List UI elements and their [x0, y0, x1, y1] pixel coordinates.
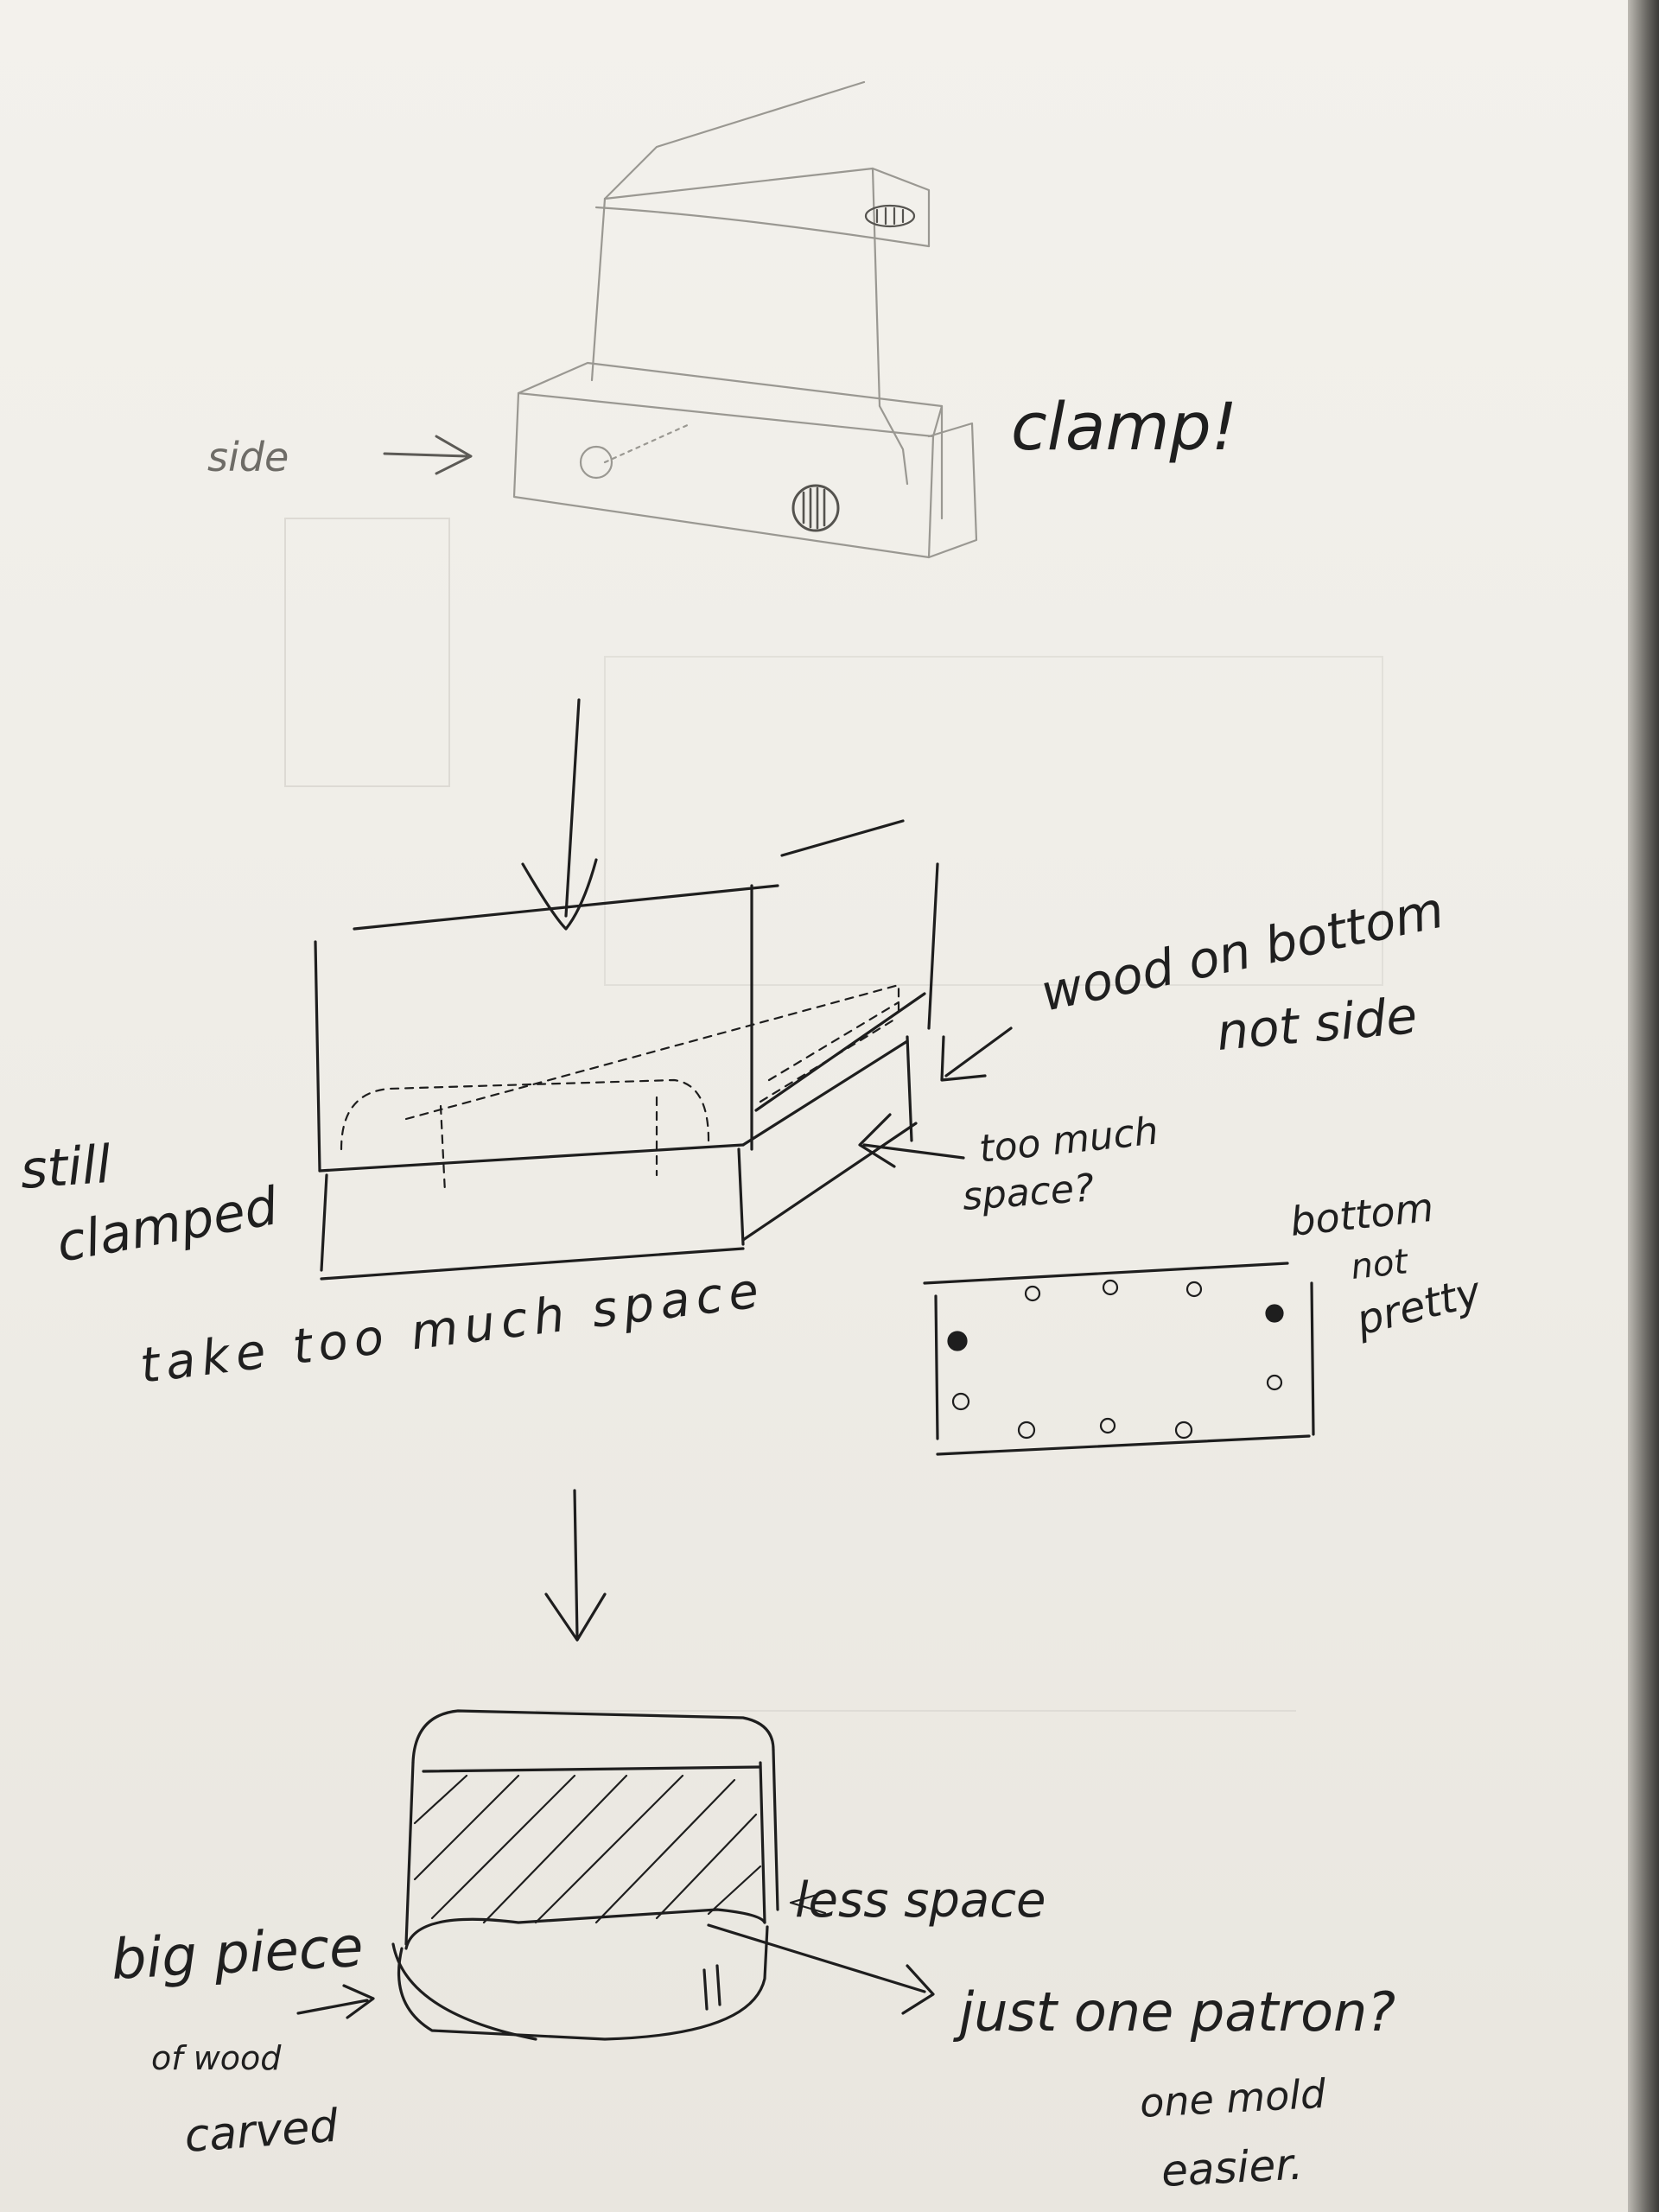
too-much-space-arrow [858, 1113, 965, 1168]
big-piece-arrow [296, 1984, 375, 2019]
box-sketch [314, 819, 939, 1281]
too-much-space-label-2: space? [961, 1166, 1096, 1219]
down-arrow-1 [521, 698, 598, 931]
show-through-marks [284, 518, 1383, 1712]
side-label: side [207, 434, 289, 480]
carved-label: carved [183, 2101, 340, 2163]
big-piece-label: big piece [110, 1916, 365, 1993]
still-label: still [18, 1135, 113, 1201]
of-wood-label: of wood [151, 2039, 282, 2077]
down-arrow-2 [544, 1489, 607, 1642]
not-side-label: not side [1214, 986, 1419, 1062]
clamp-sketch [512, 80, 978, 559]
clamp-label: clamp! [1011, 388, 1237, 465]
carved-block-sketch [391, 1709, 779, 2041]
just-one-patron-label: just one patron? [953, 1980, 1395, 2044]
less-space-arrow [789, 1891, 827, 1915]
not-label: not [1349, 1242, 1410, 1287]
less-space-label: less space [795, 1872, 1046, 1929]
wood-arrow [940, 1027, 1013, 1082]
one-mold-label: one mold [1139, 2070, 1327, 2126]
patron-arrow [707, 1923, 935, 2015]
bottom-view-sketch [923, 1262, 1315, 1456]
table-edge [1628, 0, 1659, 2212]
easier-label: easier. [1160, 2139, 1305, 2196]
bottom-label: bottom [1288, 1184, 1436, 1245]
too-much-space-label-1: too much [977, 1109, 1160, 1171]
side-arrow [383, 435, 473, 475]
take-too-much-space-label: take too much space [137, 1263, 762, 1395]
